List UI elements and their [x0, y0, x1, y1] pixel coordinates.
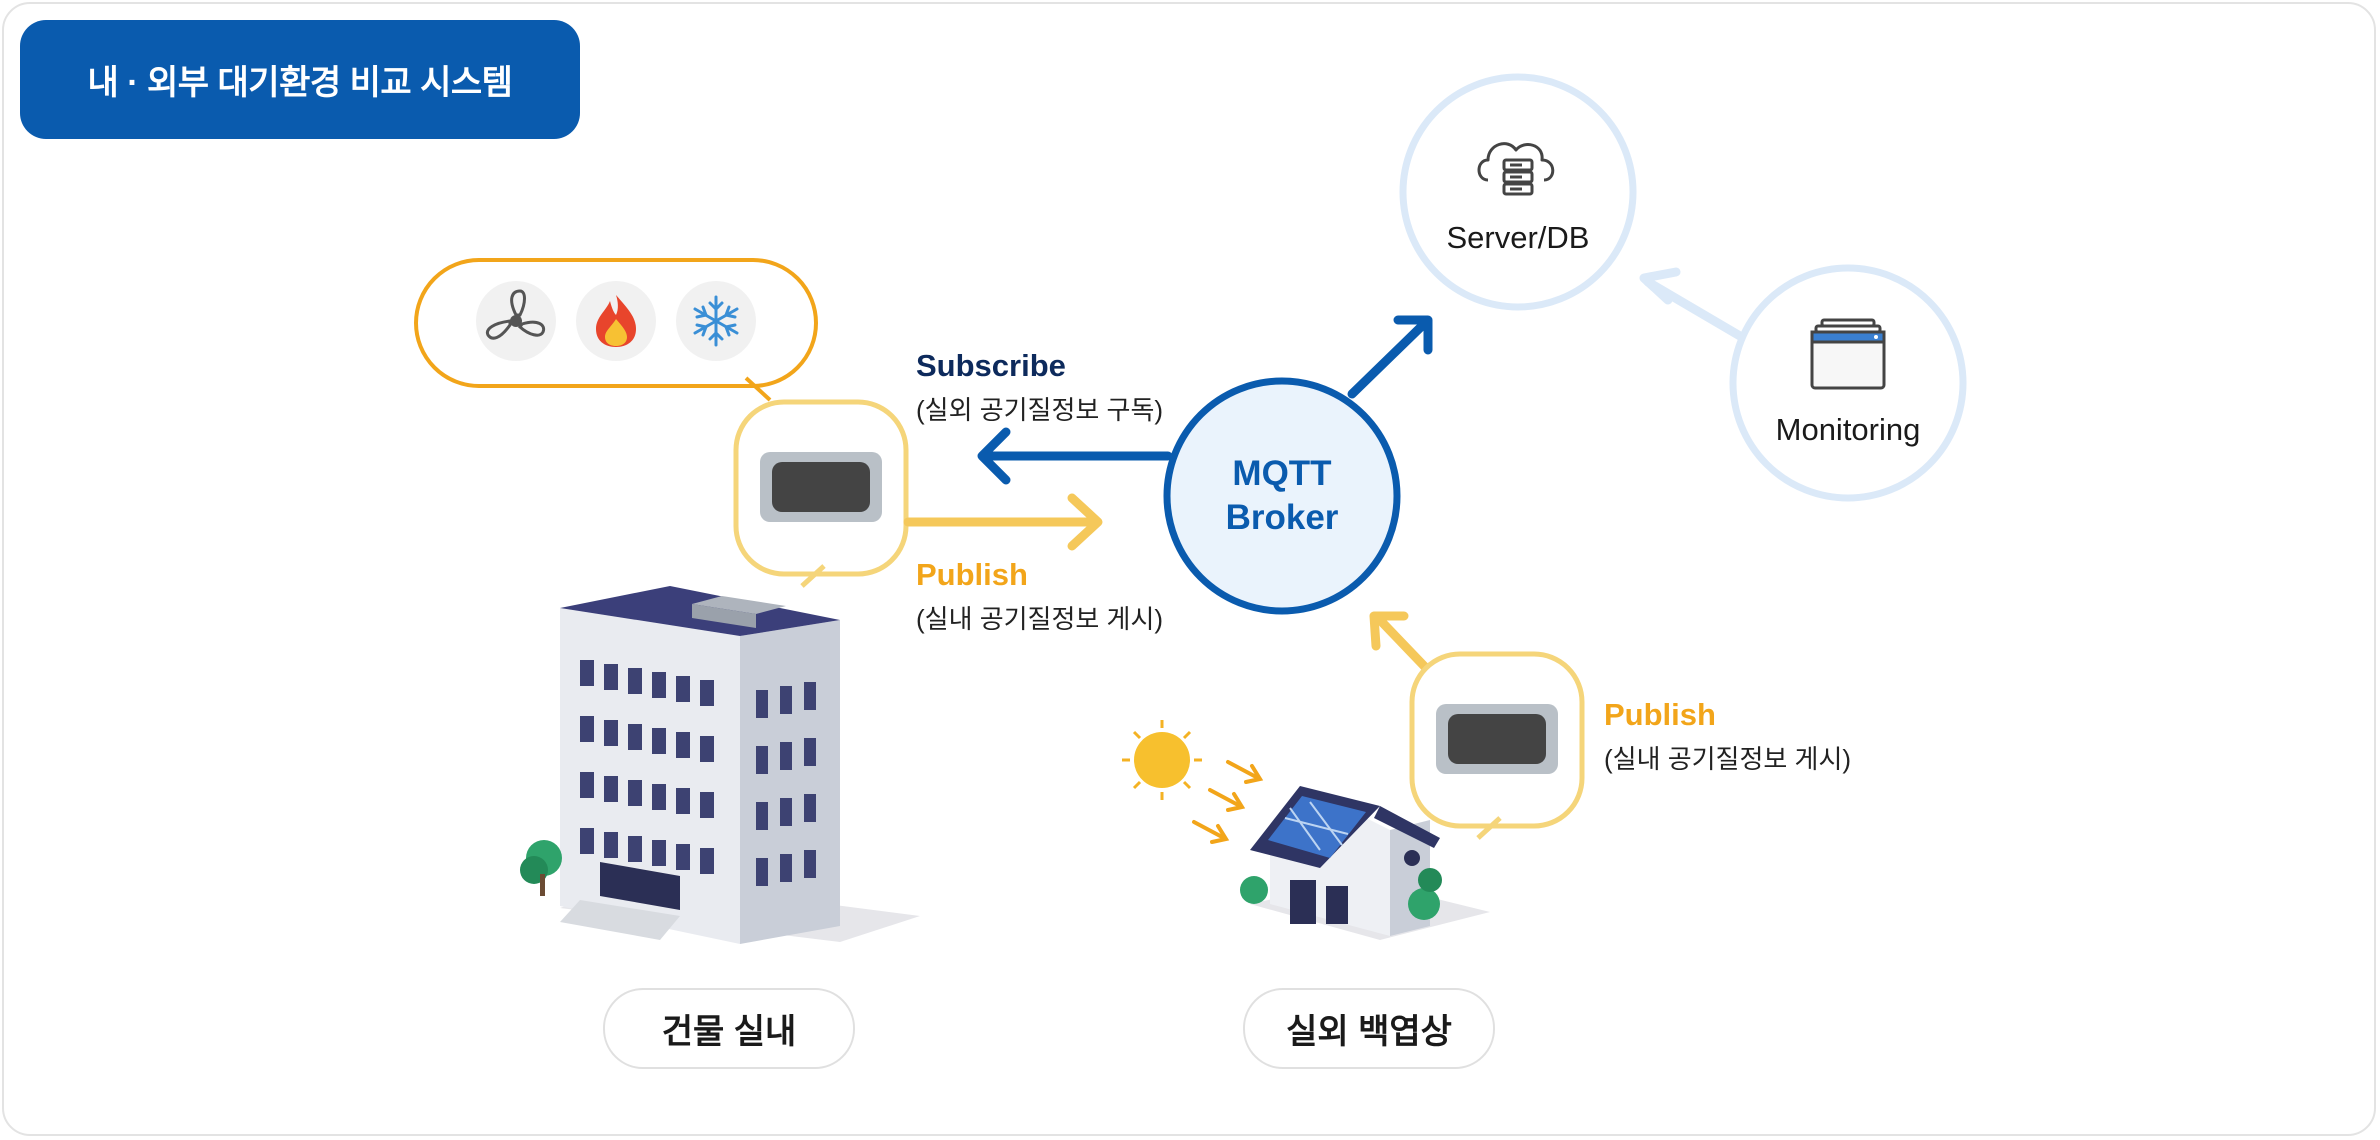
sun-ray-arrows	[1192, 760, 1264, 844]
fan-icon	[476, 281, 556, 361]
fire-icon	[576, 281, 656, 361]
subscribe-description: (실외 공기질정보 구독)	[916, 395, 1164, 425]
mqtt-broker-label: MQTT Broker	[1166, 380, 1398, 612]
mqtt-broker-node	[1163, 377, 1401, 615]
indoor-sensor	[733, 399, 909, 588]
sun-icon	[1122, 720, 1202, 800]
outdoor-sensor	[1409, 651, 1585, 840]
cloud-server-icon	[1477, 142, 1555, 196]
monitoring-label: Monitoring	[1775, 412, 1921, 447]
publish-outdoor-description: (실내 공기질정보 게시)	[1604, 744, 1852, 774]
office-building-illustration	[520, 586, 920, 944]
snowflake-icon	[676, 281, 756, 361]
publish-outdoor-arrow	[1369, 611, 1431, 673]
monitoring-node	[1729, 264, 1967, 502]
broker-to-server-arrow	[1347, 315, 1433, 399]
bubble-connector	[744, 376, 772, 402]
control-devices-bubble	[414, 258, 818, 388]
publish-outdoor-title: Publish	[1604, 697, 1716, 732]
subscribe-title: Subscribe	[916, 348, 1066, 383]
page-title: 내 · 외부 대기환경 비교 시스템	[20, 20, 580, 139]
indoor-location-label: 건물 실내	[603, 988, 855, 1069]
publish-indoor-description: (실내 공기질정보 게시)	[916, 604, 1164, 634]
subscribe-arrow	[977, 427, 1173, 485]
broker-label-line1: MQTT	[1232, 454, 1332, 493]
publish-indoor-title: Publish	[916, 557, 1028, 592]
publish-indoor-arrow	[903, 493, 1103, 551]
outdoor-location-label: 실외 백엽상	[1243, 988, 1495, 1069]
server-db-node	[1399, 73, 1637, 311]
monitoring-to-server-arrow	[1639, 267, 1745, 341]
server-db-label: Server/DB	[1446, 220, 1590, 255]
outdoor-house-illustration	[1122, 720, 1490, 940]
monitor-window-icon	[1810, 318, 1886, 390]
broker-label-line2: Broker	[1225, 498, 1339, 537]
